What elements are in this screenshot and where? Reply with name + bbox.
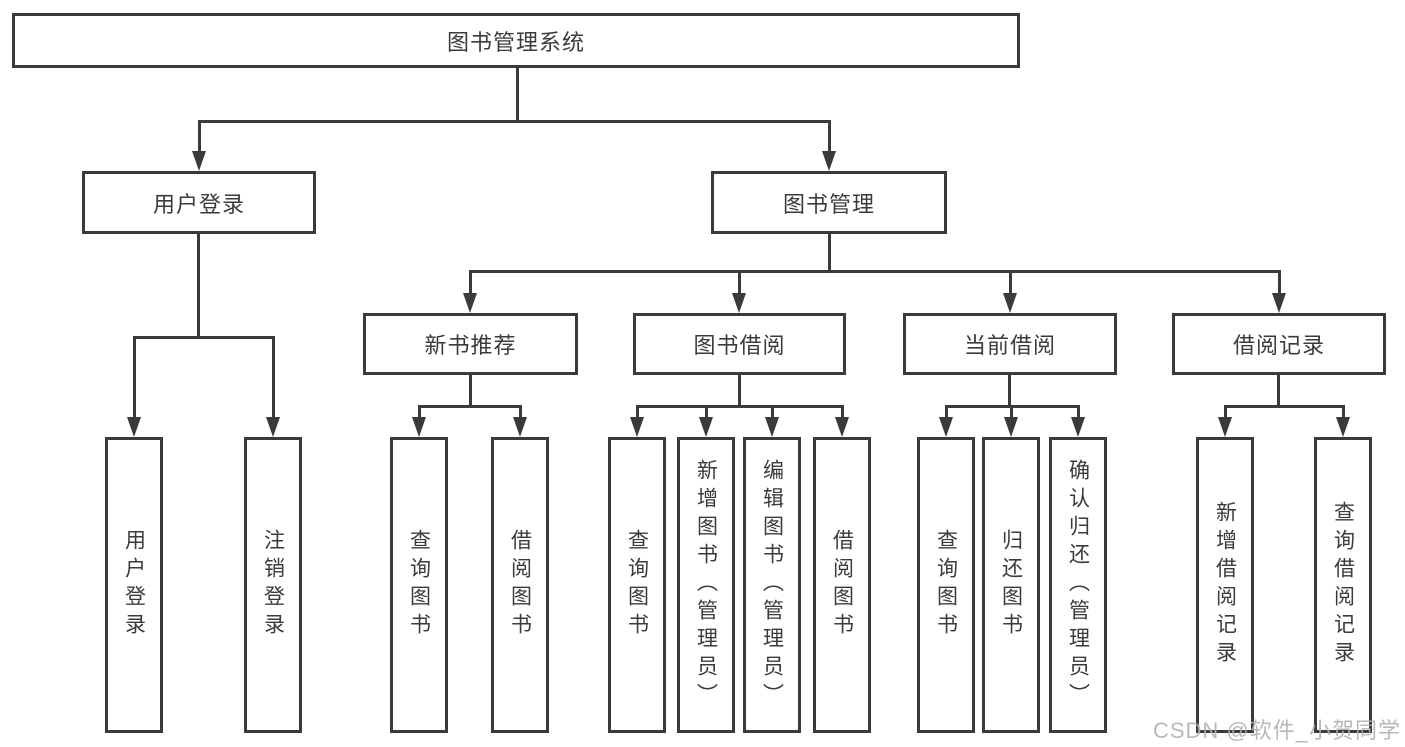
connector-line: [841, 405, 844, 421]
arrowhead-down-icon: [939, 417, 953, 437]
arrowhead-down-icon: [513, 417, 527, 437]
arrowhead-down-icon: [1071, 417, 1085, 437]
connector-line: [945, 405, 948, 421]
connector-line: [1342, 405, 1345, 421]
connector-line: [469, 270, 472, 296]
node-label: 查询图书: [407, 529, 431, 641]
arrowhead-down-icon: [699, 417, 713, 437]
arrowhead-down-icon: [192, 151, 206, 171]
node-book-management: 图书管理: [711, 171, 947, 234]
connector-line: [828, 120, 831, 154]
node-label: 借阅记录: [1232, 333, 1325, 358]
connector-line: [1010, 405, 1013, 421]
leaf-add-books-admin: 新增图书（管理员）: [677, 437, 735, 733]
leaf-add-borrow-record: 新增借阅记录: [1196, 437, 1254, 733]
leaf-query-books-current: 查询图书: [917, 437, 975, 733]
connector-line: [198, 120, 831, 123]
connector-line: [1224, 405, 1227, 421]
node-label: 编辑图书（管理员）: [760, 459, 784, 711]
node-label: 图书管理: [782, 191, 875, 217]
leaf-query-books-recommend: 查询图书: [390, 437, 448, 733]
arrowhead-down-icon: [1003, 293, 1017, 313]
connector-line: [519, 405, 522, 421]
node-label: 图书借阅: [693, 333, 786, 358]
node-label: 新增图书（管理员）: [694, 459, 718, 711]
node-label: 用户登录: [152, 191, 245, 217]
connector-line: [1278, 270, 1281, 296]
node-book-borrow: 图书借阅: [633, 313, 846, 375]
node-label: 图书管理系统: [446, 29, 585, 55]
node-label: 借阅图书: [508, 529, 532, 641]
leaf-user-login: 用户登录: [105, 437, 163, 733]
node-label: 查询图书: [934, 529, 958, 641]
connector-line: [1008, 375, 1011, 407]
leaf-borrow-books: 借阅图书: [813, 437, 871, 733]
leaf-return-books: 归还图书: [982, 437, 1040, 733]
node-root-library-system: 图书管理系统: [12, 13, 1020, 68]
leaf-borrow-books-recommend: 借阅图书: [491, 437, 549, 733]
node-label: 确认归还（管理员）: [1066, 459, 1090, 711]
node-label: 借阅图书: [830, 529, 854, 641]
node-current-borrow: 当前借阅: [903, 313, 1117, 375]
connector-line: [198, 120, 201, 154]
connector-line: [1224, 405, 1345, 408]
node-label: 查询借阅记录: [1331, 501, 1355, 669]
connector-line: [705, 405, 708, 421]
leaf-logout: 注销登录: [244, 437, 302, 733]
connector-line: [738, 270, 741, 296]
node-label: 归还图书: [999, 529, 1023, 641]
node-label: 用户登录: [122, 529, 146, 641]
node-label: 查询图书: [625, 529, 649, 641]
connector-line: [272, 336, 275, 420]
connector-line: [738, 375, 741, 407]
connector-line: [1077, 405, 1080, 421]
arrowhead-down-icon: [1336, 417, 1350, 437]
connector-line: [1009, 270, 1012, 296]
arrowhead-down-icon: [765, 417, 779, 437]
connector-line: [418, 405, 421, 421]
arrowhead-down-icon: [1004, 417, 1018, 437]
connector-line: [418, 405, 522, 408]
connector-line: [469, 270, 1281, 273]
connector-line: [1277, 375, 1280, 407]
leaf-edit-books-admin: 编辑图书（管理员）: [743, 437, 801, 733]
node-borrow-record: 借阅记录: [1172, 313, 1386, 375]
leaf-query-borrow-record: 查询借阅记录: [1314, 437, 1372, 733]
arrowhead-down-icon: [732, 293, 746, 313]
arrowhead-down-icon: [1272, 293, 1286, 313]
arrowhead-down-icon: [1218, 417, 1232, 437]
arrowhead-down-icon: [266, 417, 280, 437]
node-label: 新增借阅记录: [1213, 501, 1237, 669]
connector-line: [133, 336, 136, 420]
node-new-book-recommend: 新书推荐: [363, 313, 578, 375]
connector-line: [771, 405, 774, 421]
connector-line: [636, 405, 639, 421]
connector-line: [828, 234, 831, 272]
arrowhead-down-icon: [835, 417, 849, 437]
leaf-query-books-borrow: 查询图书: [608, 437, 666, 733]
node-label: 新书推荐: [424, 333, 517, 358]
connector-line: [469, 375, 472, 407]
arrowhead-down-icon: [463, 293, 477, 313]
connector-line: [636, 405, 844, 408]
leaf-confirm-return-admin: 确认归还（管理员）: [1049, 437, 1107, 733]
arrowhead-down-icon: [822, 151, 836, 171]
connector-line: [516, 68, 519, 122]
node-label: 注销登录: [261, 529, 285, 641]
csdn-watermark: CSDN @软件_小贺同学: [1152, 718, 1401, 743]
node-user-login: 用户登录: [82, 171, 316, 234]
arrowhead-down-icon: [630, 417, 644, 437]
connector-line: [133, 336, 275, 339]
node-label: 当前借阅: [963, 333, 1056, 358]
connector-line: [197, 234, 200, 338]
arrowhead-down-icon: [127, 417, 141, 437]
arrowhead-down-icon: [412, 417, 426, 437]
